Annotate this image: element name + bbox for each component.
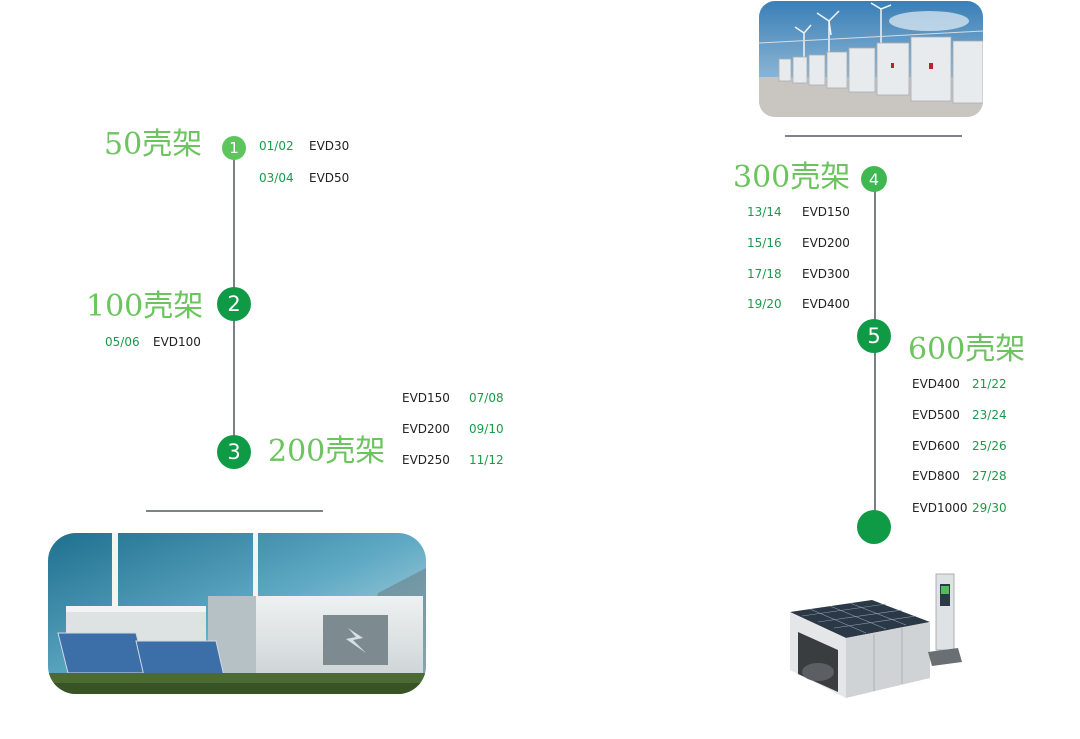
group-5-model-3: EVD600: [912, 439, 960, 453]
group-4-title: 300壳架: [733, 160, 851, 195]
group-4-model-4: EVD400: [802, 297, 850, 311]
step-3-node: 3: [217, 435, 251, 469]
container-storage-solar-photo: [48, 533, 426, 694]
group-4-code-3: 17/18: [747, 267, 782, 281]
group-2-code-1: 05/06: [105, 335, 140, 349]
group-1-model-2: EVD50: [309, 171, 350, 185]
group-3-code-2: 09/10: [469, 422, 504, 436]
right-timeline-line: [874, 188, 876, 528]
step-5-node: 5: [857, 319, 891, 353]
group-1-title: 50壳架: [104, 127, 203, 162]
group-5-model-4: EVD800: [912, 469, 960, 483]
group-5-code-4: 27/28: [972, 469, 1007, 483]
group-5-model-2: EVD500: [912, 408, 960, 422]
group-4-model-2: EVD200: [802, 236, 850, 250]
group-3-code-3: 11/12: [469, 453, 504, 467]
group-5-code-5: 29/30: [972, 501, 1007, 515]
group-5-code-3: 25/26: [972, 439, 1007, 453]
group-4-model-1: EVD150: [802, 205, 850, 219]
group-5-code-2: 23/24: [972, 408, 1007, 422]
group-3-model-3: EVD250: [402, 453, 450, 467]
group-4-model-3: EVD300: [802, 267, 850, 281]
wind-farm-storage-photo: [759, 1, 983, 117]
group-5-title: 600壳架: [908, 332, 1026, 367]
group-3-title: 200壳架: [268, 434, 386, 469]
group-5-model-1: EVD400: [912, 377, 960, 391]
step-1-node: 1: [222, 136, 246, 160]
group-4-code-2: 15/16: [747, 236, 782, 250]
group-3-code-1: 07/08: [469, 391, 504, 405]
group-1-code-1: 01/02: [259, 139, 294, 153]
group-5-model-5: EVD1000: [912, 501, 968, 515]
left-divider: [146, 510, 323, 512]
step-4-node: 4: [861, 166, 887, 192]
solar-roof-charging-unit-photo: [782, 570, 972, 708]
right-divider: [785, 135, 962, 137]
group-2-model-1: EVD100: [153, 335, 201, 349]
group-5-code-1: 21/22: [972, 377, 1007, 391]
group-2-title: 100壳架: [86, 289, 204, 324]
group-1-model-1: EVD30: [309, 139, 350, 153]
group-4-code-1: 13/14: [747, 205, 782, 219]
step-2-node: 2: [217, 287, 251, 321]
group-3-model-2: EVD200: [402, 422, 450, 436]
timeline-end-node: [857, 510, 891, 544]
group-3-model-1: EVD150: [402, 391, 450, 405]
group-4-code-4: 19/20: [747, 297, 782, 311]
group-1-code-2: 03/04: [259, 171, 294, 185]
